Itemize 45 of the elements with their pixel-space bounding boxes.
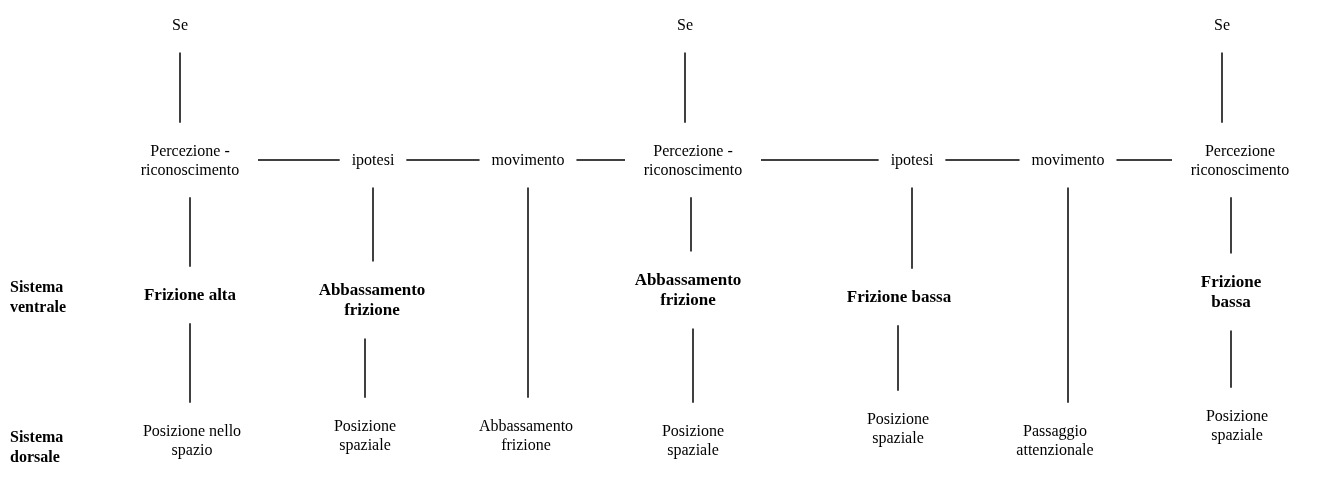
connector-line <box>1221 51 1223 124</box>
row-header: Sistema dorsale <box>10 427 65 467</box>
node-label: Se <box>1214 15 1230 35</box>
ventral-label: Frizione alta <box>143 284 237 306</box>
node-label: movimento <box>491 150 565 170</box>
connector-line <box>179 51 181 124</box>
node-label: ipotesi <box>351 150 395 170</box>
connector-line <box>690 196 692 253</box>
connector-line <box>189 196 191 268</box>
node-label: Se <box>677 15 693 35</box>
ventral-label: Frizione bassa <box>1199 271 1263 313</box>
connector-line <box>684 51 686 124</box>
connector-line <box>527 186 529 399</box>
connector-line <box>405 159 481 161</box>
row-header: Sistema ventrale <box>10 277 67 317</box>
node-label: Posizione nello spazio <box>141 420 243 460</box>
connector-line <box>575 159 626 161</box>
ventral-label: Abbassamento frizione <box>317 279 427 321</box>
connector-line <box>1115 159 1173 161</box>
connector-line <box>1230 196 1232 255</box>
node-label: Posizione spaziale <box>660 420 726 460</box>
node-label: Posizione spaziale <box>332 415 398 455</box>
connector-line <box>189 322 191 404</box>
node-label: Posizione spaziale <box>1204 405 1270 445</box>
connector-line <box>911 186 913 270</box>
connector-line <box>1067 186 1069 404</box>
node-label: Posizione spaziale <box>865 408 931 448</box>
connector-line <box>257 159 341 161</box>
connector-line <box>944 159 1021 161</box>
ventral-label: Abbassamento frizione <box>633 269 743 311</box>
node-label: movimento <box>1031 150 1105 170</box>
node-label: ipotesi <box>890 150 934 170</box>
node-label: Passaggio attenzionale <box>1015 420 1095 460</box>
connector-line <box>760 159 880 161</box>
node-label: Percezione riconoscimento <box>1189 140 1291 180</box>
connector-line <box>364 337 366 399</box>
connector-line <box>692 327 694 404</box>
node-label: Percezione - riconoscimento <box>139 140 241 180</box>
node-label: Se <box>172 15 188 35</box>
connector-line <box>372 186 374 263</box>
connector-line <box>897 324 899 392</box>
connector-line <box>1230 329 1232 389</box>
ventral-label: Frizione bassa <box>846 286 952 308</box>
node-label: Abbassamento frizione <box>477 415 575 455</box>
node-label: Percezione - riconoscimento <box>642 140 744 180</box>
